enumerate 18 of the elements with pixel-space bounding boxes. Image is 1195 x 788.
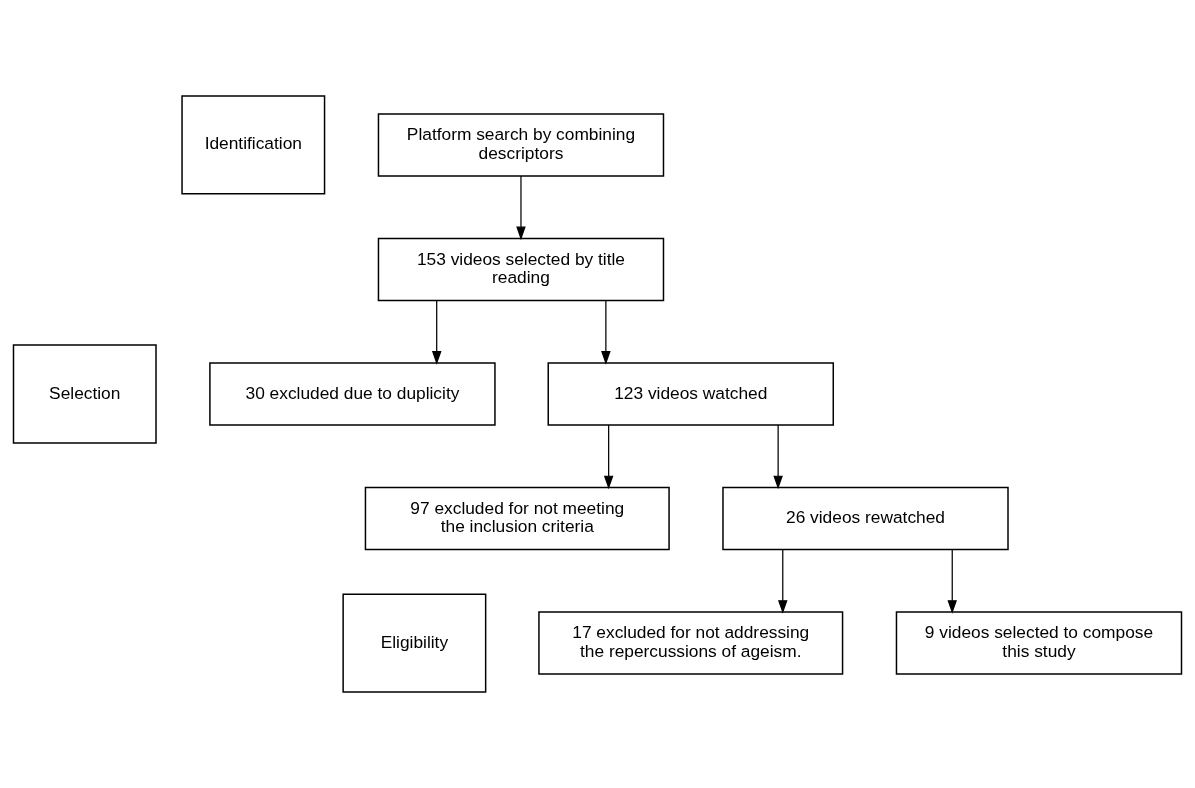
node-box: 26 videos rewatched — [722, 486, 1009, 551]
node-box: Selection — [12, 344, 157, 444]
arrow — [516, 175, 526, 241]
node-box: 30 excluded due to duplicity — [209, 362, 496, 426]
node-box: 153 videos selected by title reading — [377, 237, 665, 302]
node-box: Identification — [181, 95, 326, 195]
arrow — [431, 299, 442, 365]
arrow — [947, 549, 957, 614]
node-box: 97 excluded for not meeting the inclusion criteria — [364, 486, 670, 551]
arrow — [773, 424, 783, 490]
node-box: 9 videos selected to compose this study — [895, 611, 1183, 675]
arrow — [601, 299, 611, 365]
arrow — [603, 424, 614, 490]
node-box: 123 videos watched — [547, 362, 834, 426]
arrow — [778, 549, 788, 614]
node-box: Platform search by combining descriptors — [377, 113, 665, 177]
node-box: 17 excluded for not addressing the repercussions of ageism. — [538, 611, 844, 675]
node-box: Eligibility — [342, 593, 487, 693]
